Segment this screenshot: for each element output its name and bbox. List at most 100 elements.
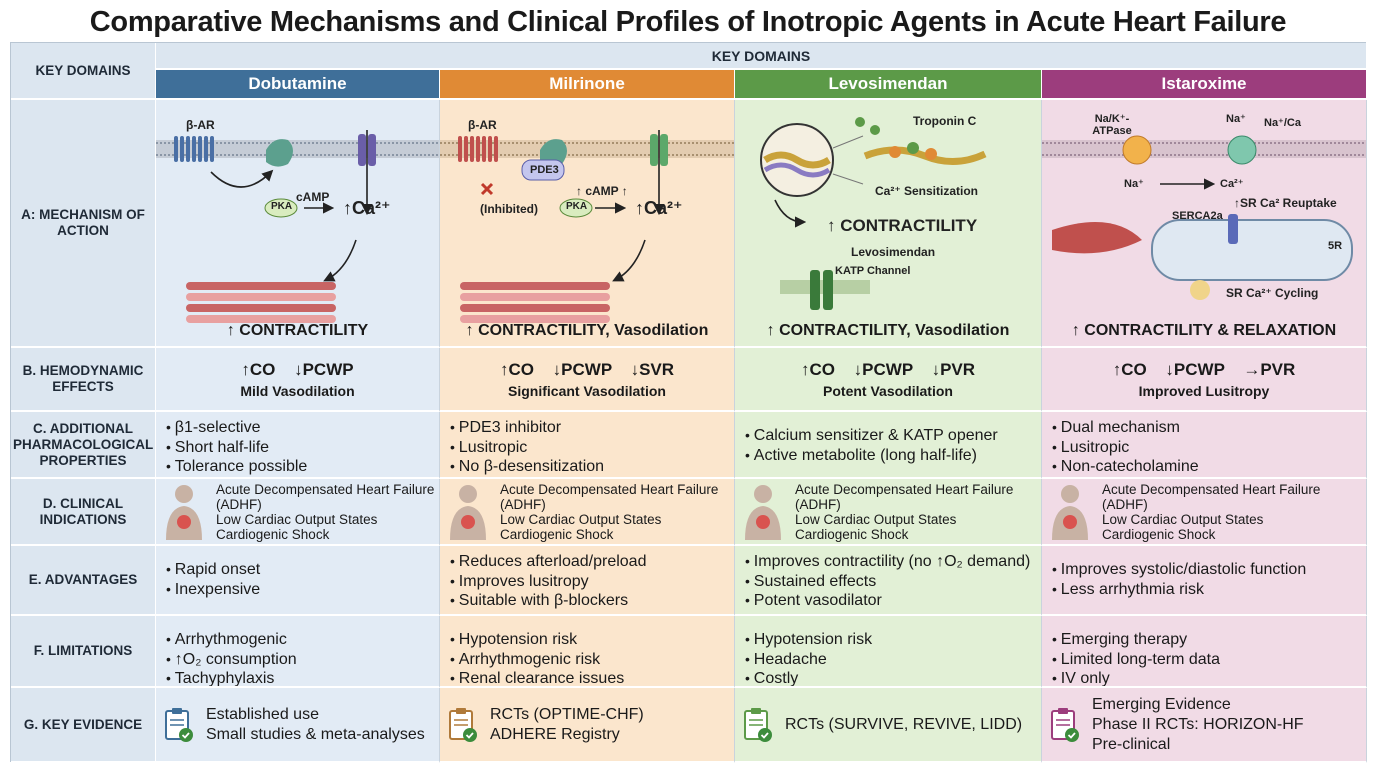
pde3-label: PDE3	[530, 164, 559, 176]
hemodynamic-effects: ↑CO ↓PCWP	[241, 360, 354, 379]
indication-line: Cardiogenic Shock	[500, 527, 614, 542]
list-item: Dual mechanism	[1052, 418, 1366, 438]
myofibril-icon	[186, 282, 336, 323]
hemodynamic-note: Significant Vasodilation	[508, 383, 666, 399]
beta-receptor-icon	[174, 136, 214, 162]
inhibited-x-icon	[480, 182, 494, 196]
pump-label: Na/K⁺- ATPase	[1092, 113, 1132, 137]
human-torso-icon	[450, 485, 486, 540]
indication-line: Acute Decompensated Heart Failure	[1102, 482, 1321, 497]
indication-line: (ADHF)	[1102, 497, 1148, 512]
reuptake-label: ↑SR Ca² Reuptake	[1234, 196, 1337, 210]
levosimendan-mechanism-diagram	[760, 117, 987, 310]
list-item: Lusitropic	[1052, 438, 1366, 458]
properties-dobutamine: β1-selective Short half-life Tolerance p…	[156, 412, 440, 479]
row-head-advantages: E. ADVANTAGES	[11, 546, 156, 616]
properties-istaroxime: Dual mechanism Lusitropic Non-catecholam…	[1042, 412, 1367, 479]
mechanism-dobutamine: β-AR cAMP PKA ↑Ca²⁺ ↑ CONTRACTILITY	[156, 100, 440, 348]
key-domains-corner: KEY DOMAINS	[11, 43, 156, 100]
calcium-channel-icon	[358, 134, 366, 166]
serca-label: SERCA2a	[1172, 210, 1223, 222]
clipboard-check-icon	[744, 707, 772, 742]
vessel-icon	[1052, 222, 1142, 254]
naca-label: Na⁺/Ca	[1264, 117, 1301, 129]
evidence-levosimendan: RCTs (SURVIVE, REVIVE, LIDD)	[735, 688, 1042, 763]
sarcoplasmic-reticulum-icon	[1151, 219, 1353, 281]
limitations-milrinone: Hypotension risk Arrhythmogenic risk Ren…	[440, 616, 735, 688]
drug-header-istaroxime: Istaroxime	[1042, 70, 1367, 100]
hemodynamic-levosimendan: ↑CO ↓PCWP ↓PVR Potent Vasodilation	[735, 348, 1042, 412]
beta-receptor-icon	[458, 136, 498, 162]
adenylyl-cyclase-icon	[266, 139, 293, 167]
pde3-icon	[521, 159, 565, 181]
indication-line: Low Cardiac Output States	[1102, 512, 1264, 527]
evidence-line: RCTs (SURVIVE, REVIVE, LIDD)	[785, 715, 1023, 733]
list-item: Tachyphylaxis	[166, 669, 439, 686]
list-item: Calcium sensitizer & KATP opener	[745, 426, 1041, 446]
page-title: Comparative Mechanisms and Clinical Prof…	[89, 6, 1287, 38]
na-ca-exchanger-icon	[1227, 135, 1257, 165]
indication-line: Acute Decompensated Heart Failure	[795, 482, 1014, 497]
cycling-label: SR Ca²⁺ Cycling	[1226, 286, 1319, 300]
evidence-milrinone: RCTs (OPTIME-CHF) ADHERE Registry	[440, 688, 735, 763]
receptor-label: β-AR	[468, 118, 497, 132]
list-item: Hypotension risk	[745, 630, 1041, 650]
properties-levosimendan: Calcium sensitizer & KATP opener Active …	[735, 412, 1042, 479]
katp-channel-icon	[810, 270, 820, 310]
na-label: Na⁺	[1226, 113, 1246, 125]
list-item: Hypotension risk	[450, 630, 734, 650]
receptor-label: β-AR	[186, 118, 215, 132]
key-domains-header: KEY DOMAINS	[156, 43, 1367, 70]
calcium-label: ↑Ca²⁺	[343, 198, 391, 218]
indication-line: Low Cardiac Output States	[500, 512, 662, 527]
evidence-line: Small studies & meta-analyses	[206, 725, 425, 743]
myofibril-icon	[460, 282, 610, 323]
list-item: Improves contractility (no ↑O₂ demand)	[745, 552, 1041, 572]
result-label: ↑ CONTRACTILITY, Vasodilation	[766, 322, 1010, 339]
indication-line: Acute Decompensated Heart Failure	[500, 482, 719, 497]
list-item: Arrhythmogenic	[166, 630, 439, 650]
drug-header-dobutamine: Dobutamine	[156, 70, 440, 100]
indication-line: (ADHF)	[795, 497, 841, 512]
list-item: Suitable with β-blockers	[450, 591, 734, 611]
result-label: ↑ CONTRACTILITY, Vasodilation	[465, 322, 709, 339]
na-k-pump-icon	[1122, 135, 1152, 165]
list-item: Less arrhythmia risk	[1052, 580, 1366, 600]
evidence-line: Established use	[206, 705, 319, 723]
row-head-mechanism: A: MECHANISM OF ACTION	[11, 100, 156, 348]
indication-line: (ADHF)	[500, 497, 546, 512]
calcium-label: ↑Ca²⁺	[635, 198, 683, 218]
levosimendan-label: Levosimendan	[851, 245, 936, 259]
list-item: IV only	[1052, 669, 1366, 686]
indication-line: Low Cardiac Output States	[216, 512, 378, 527]
advantages-milrinone: Reduces afterload/preload Improves lusit…	[440, 546, 735, 616]
list-item: Lusitropic	[450, 438, 734, 458]
human-torso-icon	[1052, 485, 1088, 540]
list-item: No β-desensitization	[450, 457, 734, 477]
indication-line: Cardiogenic Shock	[1102, 527, 1216, 542]
clipboard-check-icon	[165, 707, 193, 742]
troponin-label: Troponin C	[913, 114, 977, 128]
pka-label: PKA	[271, 201, 293, 212]
calcium-channel-icon	[650, 134, 658, 166]
advantages-dobutamine: Rapid onset Inexpensive	[156, 546, 440, 616]
list-item: Headache	[745, 650, 1041, 670]
hemodynamic-dobutamine: ↑CO ↓PCWP Mild Vasodilation	[156, 348, 440, 412]
comparison-table: KEY DOMAINS KEY DOMAINS Dobutamine Milri…	[10, 42, 1367, 763]
advantages-levosimendan: Improves contractility (no ↑O₂ demand) S…	[735, 546, 1042, 616]
list-item: Potent vasodilator	[745, 591, 1041, 611]
camp-label: ↑ cAMP ↑	[576, 184, 628, 198]
hemodynamic-milrinone: ↑CO ↓PCWP ↓SVR Significant Vasodilation	[440, 348, 735, 412]
list-item: Active metabolite (long half-life)	[745, 446, 1041, 466]
limitations-istaroxime: Emerging therapy Limited long-term data …	[1042, 616, 1367, 688]
na-out-label: Na⁺	[1124, 178, 1144, 190]
human-torso-icon	[166, 485, 202, 540]
row-head-indications: D. CLINICAL INDICATIONS	[11, 479, 156, 546]
mechanism-milrinone: β-AR PDE3 (Inhibited) ↑ cAMP ↑ PKA ↑Ca²⁺…	[440, 100, 735, 348]
serca-pump-icon	[1228, 214, 1238, 244]
evidence-dobutamine: Established use Small studies & meta-ana…	[156, 688, 440, 763]
inhibited-label: (Inhibited)	[480, 202, 538, 216]
row-head-evidence: G. KEY EVIDENCE	[11, 688, 156, 763]
evidence-line: Phase II RCTs: HORIZON-HF	[1092, 715, 1304, 733]
sensitization-label: Ca²⁺ Sensitization	[875, 184, 979, 198]
